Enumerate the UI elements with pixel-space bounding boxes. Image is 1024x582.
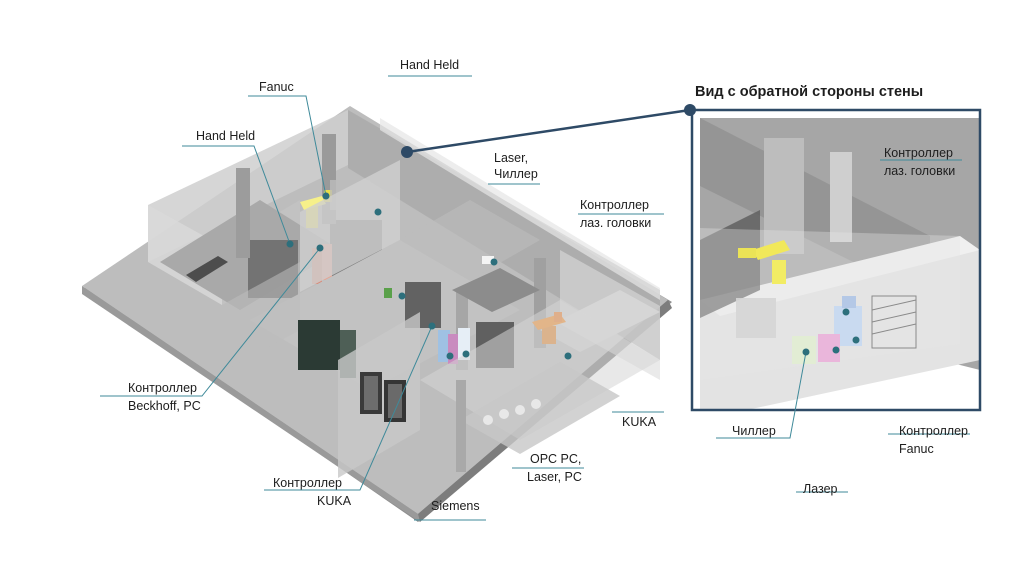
- label-fanuc: Fanuc: [259, 80, 294, 94]
- label-siemens: Siemens: [431, 499, 480, 513]
- inset-connector-line: [406, 108, 691, 154]
- inset-stairs: [871, 295, 917, 349]
- front-room-floor: [460, 362, 620, 454]
- label-head-ctrl-line1: Контроллер: [580, 198, 649, 212]
- callout-fanuc: [248, 95, 327, 197]
- callout-dots: [286, 192, 860, 360]
- label-inset-laser: Лазер: [803, 482, 838, 496]
- kuka-table: [452, 268, 540, 312]
- label-kuka: KUKA: [622, 415, 657, 429]
- label-opc-line1: OPC PC,: [530, 452, 582, 466]
- callout-lines: [100, 75, 970, 521]
- cabinet-green-pc: [384, 288, 392, 298]
- room1-pillar: [236, 168, 250, 258]
- whiteboard-dark-1: [298, 320, 340, 370]
- label-inset-fanuc-ctrl-line1: Контроллер: [899, 424, 968, 438]
- front-pillar: [456, 380, 466, 472]
- callout-kuka-ctrl: [264, 325, 433, 491]
- label-inset-fanuc-ctrl-line2: Fanuc: [899, 442, 934, 456]
- label-inset-chiller: Чиллер: [732, 424, 776, 438]
- inset-connector-dot-wall: [401, 146, 413, 158]
- label-beckhoff-line2: Beckhoff, PC: [128, 399, 201, 413]
- label-opc-line2: Laser, PC: [527, 470, 582, 484]
- laser-head-box: [482, 256, 494, 264]
- label-laser-chiller-line1: Laser,: [494, 151, 529, 165]
- label-laser-chiller-line2: Чиллер: [494, 167, 538, 181]
- label-hand-held-top: Hand Held: [400, 58, 460, 72]
- inset-connector-dot-frame: [684, 104, 696, 116]
- office-chairs: [483, 399, 541, 425]
- room2-wall-back: [400, 200, 540, 280]
- callout-inset-chiller: [716, 351, 807, 439]
- inset-frame: [690, 108, 982, 412]
- label-kuka-ctrl-line2: KUKA: [317, 494, 352, 508]
- label-kuka-ctrl-line1: Контроллер: [273, 476, 342, 490]
- label-head-ctrl-line2: лаз. головки: [580, 216, 652, 230]
- bench: [186, 256, 228, 282]
- inset-title: Вид с обратной стороны стены: [695, 84, 924, 100]
- label-inset-head-ctrl-line2: лаз. головки: [884, 164, 956, 178]
- cabinet-opc-blue: [438, 330, 450, 362]
- callout-beckhoff: [100, 247, 321, 397]
- cabinet-opc-pink: [448, 334, 458, 364]
- glass-wall-top: [380, 118, 660, 300]
- server-racks-kuka: [360, 372, 406, 422]
- callout-hand-held-left: [182, 145, 291, 245]
- label-inset-head-ctrl-line1: Контроллер: [884, 146, 953, 160]
- front-glass-wall: [420, 300, 660, 440]
- center-wall: [300, 160, 400, 292]
- inset-cabinet-laser: [818, 334, 840, 362]
- floor-slab-front-left: [82, 286, 420, 522]
- inset-scene: [700, 118, 980, 410]
- label-beckhoff-line1: Контроллер: [128, 381, 197, 395]
- front-wall-left: [222, 262, 300, 372]
- label-hand-held-left: Hand Held: [196, 129, 256, 143]
